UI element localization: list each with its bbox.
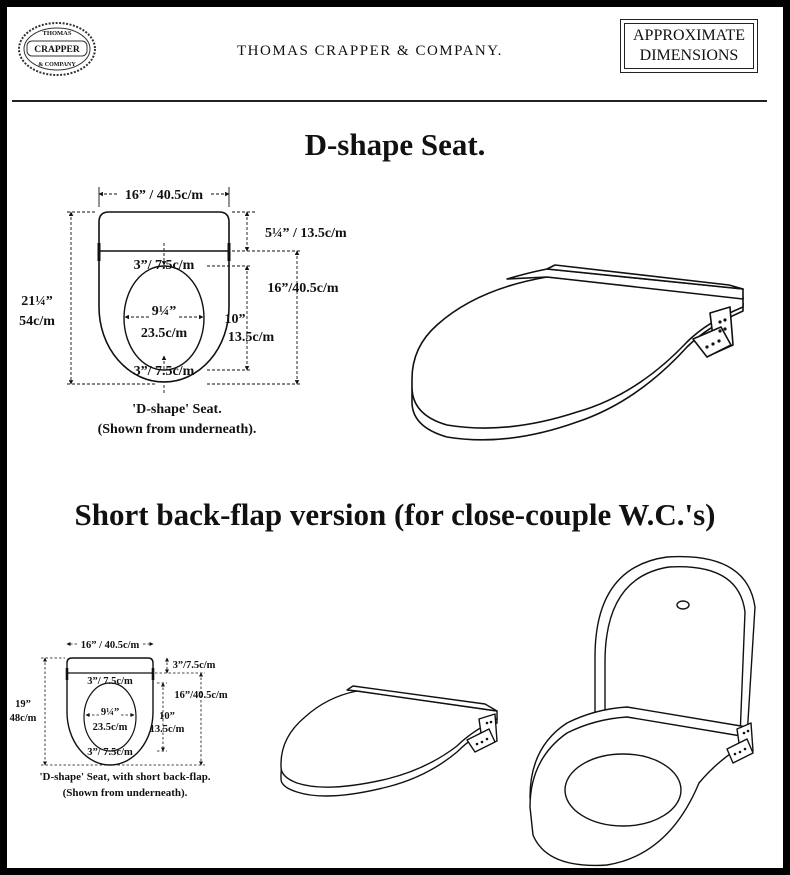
dim2-back-flap-label: 3”/7.5c/m bbox=[173, 660, 216, 671]
header-divider bbox=[12, 100, 767, 102]
dim-hole-length-in-label: 10” bbox=[225, 312, 246, 327]
dim-height-cm-label: 54c/m bbox=[19, 314, 55, 329]
dim2-height-cm-label: 48c/m bbox=[10, 713, 37, 724]
dim-bottom-gap-label: 3”/ 7.5c/m bbox=[134, 364, 195, 379]
badge-line-2: DIMENSIONS bbox=[639, 47, 739, 64]
caption2-line-2: (Shown from underneath). bbox=[62, 787, 188, 799]
short-back-flap-dimension-labels: 16” / 40.5c/m 3”/7.5c/m 19” 48c/m 3”/ 7.… bbox=[10, 640, 228, 758]
crapper-logo: THOMAS CRAPPER & COMPANY bbox=[18, 22, 96, 76]
dim2-hole-width-in-label: 9¼” bbox=[101, 707, 119, 718]
dim2-height-in-label: 19” bbox=[15, 699, 31, 710]
dim2-hole-width-cm-label: 23.5c/m bbox=[93, 722, 128, 733]
dim2-bottom-gap-label: 3”/ 7.5c/m bbox=[87, 747, 133, 758]
company-name: THOMAS CRAPPER & COMPANY. bbox=[237, 43, 503, 59]
section-title-short-back-flap: Short back-flap version (for close-coupl… bbox=[74, 497, 716, 532]
logo-bottom-text: & COMPANY bbox=[38, 62, 76, 68]
short-back-flap-caption: 'D-shape' Seat, with short back-flap. (S… bbox=[19, 769, 231, 801]
dim-width-label: 16” / 40.5c/m bbox=[125, 188, 203, 203]
drawings: 16” / 40.5c/m 5¼” / 13.5c/m 21¼” 54c/m 3… bbox=[10, 187, 756, 867]
dim2-top-gap-label: 3”/ 7.5c/m bbox=[87, 676, 133, 687]
d-shape-caption: 'D-shape' Seat. (Shown from underneath). bbox=[67, 400, 287, 440]
logo-middle-text: CRAPPER bbox=[34, 45, 80, 55]
dim2-inner-length-label: 16”/40.5c/m bbox=[174, 690, 228, 701]
spec-sheet: THOMAS CRAPPER & COMPANY THOMAS CRAPPER … bbox=[7, 7, 783, 868]
section-title-d-shape: D-shape Seat. bbox=[304, 127, 486, 162]
dim-top-gap-label: 3”/ 7.5c/m bbox=[134, 258, 195, 273]
d-shape-dimension-lines bbox=[67, 187, 302, 395]
d-shape-seat-closed-illustration bbox=[411, 264, 744, 441]
short-back-flap-plan-drawing bbox=[65, 657, 155, 766]
lid-buffer-hole bbox=[676, 600, 690, 610]
dim2-hole-length-in-label: 10” bbox=[159, 711, 175, 722]
logo-top-text: THOMAS bbox=[43, 30, 72, 37]
approximate-dimensions-badge: APPROXIMATE DIMENSIONS bbox=[620, 19, 758, 73]
short-back-flap-seat-open-illustration bbox=[529, 555, 756, 867]
short-back-flap-dimension-lines bbox=[41, 642, 205, 766]
caption2-line-1: 'D-shape' Seat, with short back-flap. bbox=[39, 771, 211, 783]
d-shape-dimension-labels: 16” / 40.5c/m 5¼” / 13.5c/m 21¼” 54c/m 3… bbox=[19, 188, 347, 379]
short-back-flap-seat-closed-illustration bbox=[280, 685, 498, 797]
dim-hole-length-cm-label: 13.5c/m bbox=[228, 330, 275, 345]
dim-height-in-label: 21¼” bbox=[21, 294, 53, 309]
caption-line-2: (Shown from underneath). bbox=[97, 422, 257, 437]
dim2-width-label: 16” / 40.5c/m bbox=[81, 640, 140, 651]
badge-line-1: APPROXIMATE bbox=[632, 27, 745, 44]
dim-hole-width-in-label: 9¼” bbox=[152, 304, 177, 319]
caption-line-1: 'D-shape' Seat. bbox=[132, 402, 222, 417]
dim2-hole-length-cm-label: 13.5c/m bbox=[150, 724, 185, 735]
dim-back-flap-label: 5¼” / 13.5c/m bbox=[265, 226, 347, 241]
dim-hole-width-cm-label: 23.5c/m bbox=[141, 326, 188, 341]
dim-inner-length-label: 16”/40.5c/m bbox=[267, 281, 338, 296]
